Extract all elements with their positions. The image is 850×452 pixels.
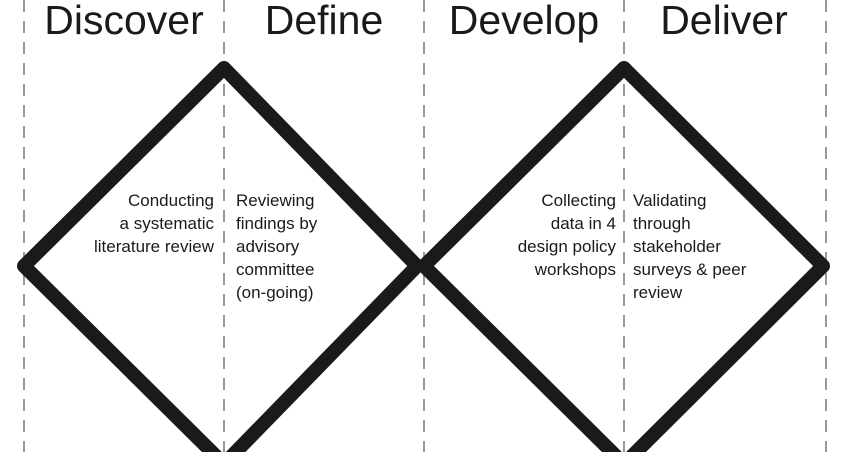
first-diamond [17, 61, 424, 452]
phase-title-deliver: Deliver [660, 0, 788, 43]
develop-note: Collecting data in 4 design policy works… [517, 191, 616, 279]
discover-note: Conducting a systematic literature revie… [94, 191, 214, 256]
phase-title-discover: Discover [44, 0, 204, 43]
define-note: Reviewing findings by advisory committee… [236, 191, 318, 302]
phase-title-define: Define [264, 0, 384, 43]
second-diamond [417, 61, 830, 452]
deliver-note: Validating through stakeholder surveys &… [633, 191, 747, 302]
phase-title-develop: Develop [448, 0, 600, 43]
